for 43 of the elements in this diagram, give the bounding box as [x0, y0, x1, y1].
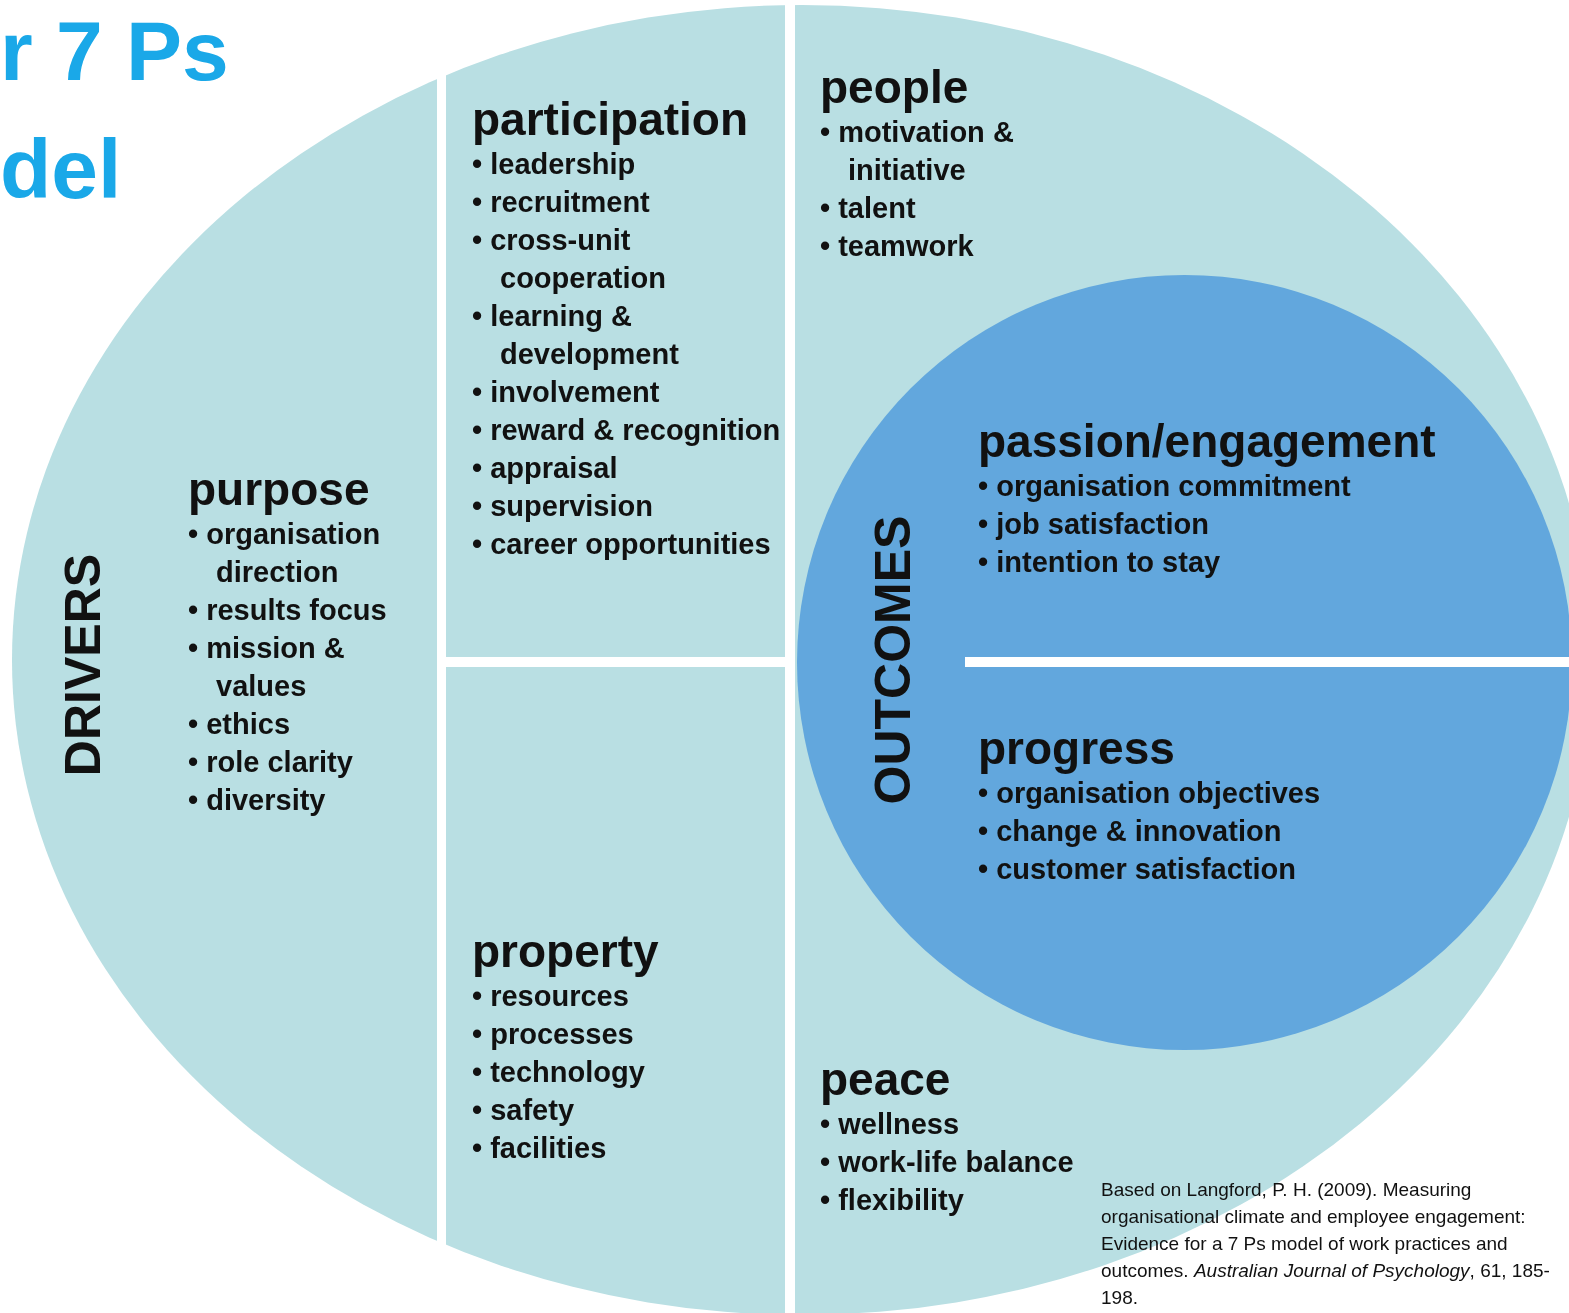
heading: peace	[820, 1053, 952, 1105]
rotated-label: OUTCOMES	[864, 515, 922, 805]
heading: property	[472, 925, 660, 977]
bullet-item: • teamwork	[820, 229, 975, 264]
bullet-item: • technology	[472, 1055, 646, 1090]
bullet-item: • recruitment	[472, 185, 651, 220]
bullet-item: • flexibility	[820, 1183, 965, 1218]
heading: purpose	[188, 463, 371, 515]
title: r 7 Ps del	[0, 3, 230, 218]
bullet-item: • wellness	[820, 1107, 961, 1142]
bullet-item: • motivation & initiative	[820, 115, 1015, 188]
bullet-item: • facilities	[472, 1131, 608, 1166]
bullet-item: • results focus	[188, 593, 388, 628]
heading: passion/engagement	[978, 415, 1437, 467]
bullet-item: • mission & values	[188, 631, 346, 704]
bullet-item: • organisation direction	[188, 517, 382, 590]
bullet-item: • involvement	[472, 375, 661, 410]
bullet-item: • diversity	[188, 783, 327, 818]
bullet-item: • role clarity	[188, 745, 354, 780]
bullet-item: • ethics	[188, 707, 292, 742]
heading: progress	[978, 722, 1176, 774]
bullet-item: • customer satisfaction	[978, 852, 1297, 887]
heading: participation	[472, 93, 750, 145]
rotated-label: DRIVERS	[54, 553, 112, 777]
bullet-item: • organisation commitment	[978, 469, 1352, 504]
bullet-item: • safety	[472, 1093, 576, 1128]
bullet-item: • change & innovation	[978, 814, 1283, 849]
bullet-item: • organisation objectives	[978, 776, 1322, 811]
bullet-item: • processes	[472, 1017, 635, 1052]
bullet-item: • work-life balance	[820, 1145, 1075, 1180]
bullet-item: • resources	[472, 979, 630, 1014]
bullet-item: • cross-unit cooperation	[472, 223, 667, 296]
heading: people	[820, 61, 970, 113]
bullet-item: • learning & development	[472, 299, 680, 372]
bullet-item: • supervision	[472, 489, 654, 524]
citation-text: Based on Langford, P. H. (2009). Measuring organisational climate and employee engagement: Evidence for a 7 Ps model of work practices and outcomes. Australian Journal of Psychology, 61, 185-198.	[1101, 1178, 1551, 1310]
bullet-item: • reward & recognition	[472, 413, 782, 448]
bullet-item: • talent	[820, 191, 917, 226]
bullet-item: • career opportunities	[472, 527, 772, 562]
bullet-item: • appraisal	[472, 451, 619, 486]
bullet-item: • leadership	[472, 147, 637, 182]
bullet-item: • intention to stay	[978, 545, 1222, 580]
bullet-item: • job satisfaction	[978, 507, 1210, 542]
